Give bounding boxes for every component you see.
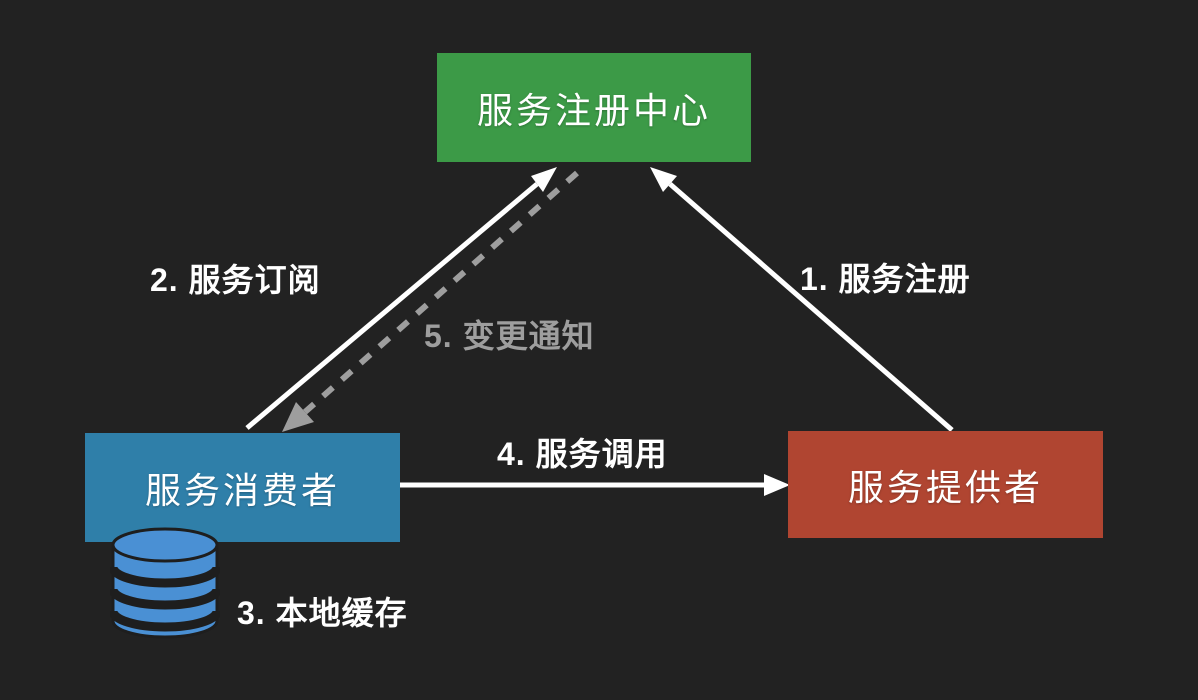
edge-label-subscribe: 2. 服务订阅: [150, 262, 321, 298]
node-service-consumer: 服务消费者: [85, 433, 400, 542]
node-service-provider: 服务提供者: [788, 431, 1103, 538]
edge-label-register: 1. 服务注册: [800, 261, 971, 297]
edge-label-local-cache: 3. 本地缓存: [237, 595, 408, 631]
arrow-change-notify: [282, 170, 579, 432]
node-service-registry-label: 服务注册中心: [476, 89, 711, 131]
node-service-provider-label: 服务提供者: [847, 466, 1043, 508]
arrow-service-invoke: [400, 474, 790, 496]
node-service-registry: 服务注册中心: [437, 53, 751, 162]
edge-label-invoke: 4. 服务调用: [497, 436, 668, 472]
database-icon: [108, 525, 222, 641]
node-service-consumer-label: 服务消费者: [144, 469, 340, 511]
edge-label-notify: 5. 变更通知: [424, 318, 595, 354]
